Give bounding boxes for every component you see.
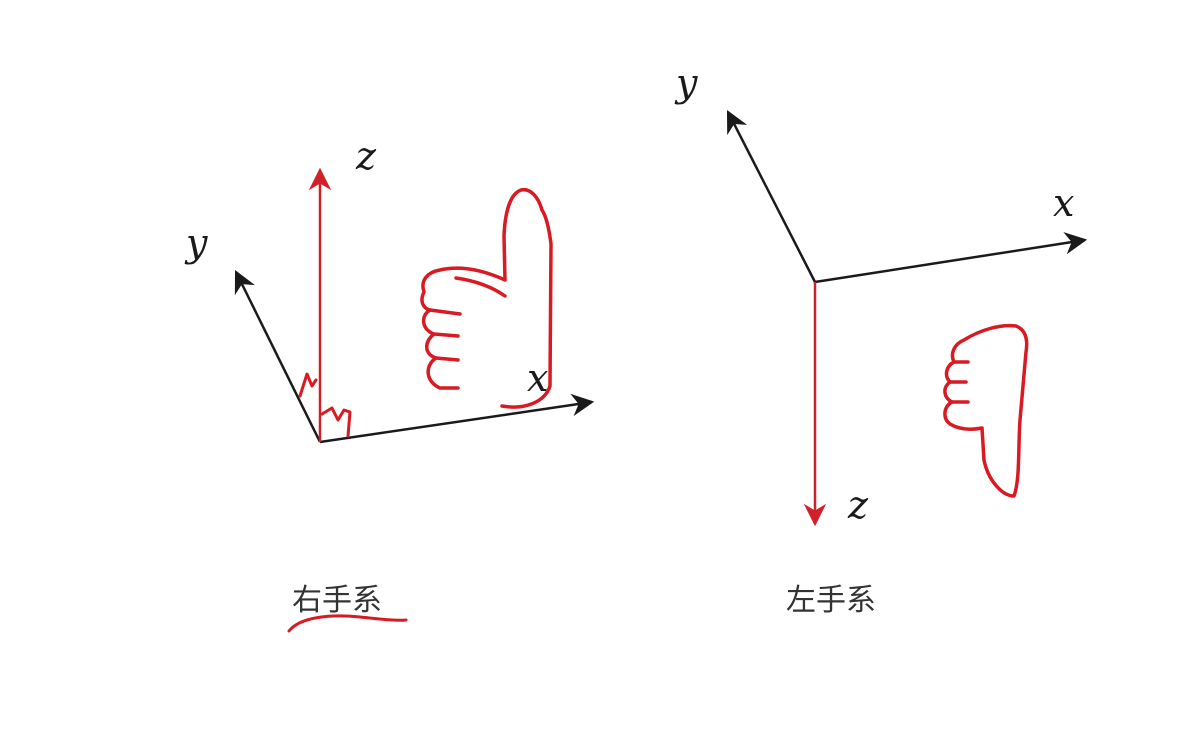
right-caption: 右手系	[292, 583, 382, 618]
right-hand-system: x y z 右手系	[184, 134, 595, 633]
left-z-label: z	[847, 483, 869, 527]
right-y-axis	[234, 269, 322, 443]
left-y-label: y	[674, 61, 698, 105]
right-x-axis	[319, 393, 595, 444]
thumbs-up-icon	[420, 187, 553, 409]
thumbs-down-icon	[943, 323, 1029, 498]
left-y-axis	[726, 109, 817, 283]
right-caption-underline	[287, 614, 408, 633]
right-angle-mark-xz	[320, 406, 352, 438]
left-caption: 左手系	[786, 583, 876, 618]
left-hand-system: x y z 左手系	[674, 61, 1088, 618]
right-z-label: z	[355, 134, 377, 178]
left-x-axis	[814, 231, 1088, 284]
right-x-label: x	[527, 356, 548, 400]
right-angle-mark-yz	[298, 372, 318, 398]
left-x-label: x	[1053, 181, 1074, 225]
right-y-label: y	[184, 221, 208, 265]
